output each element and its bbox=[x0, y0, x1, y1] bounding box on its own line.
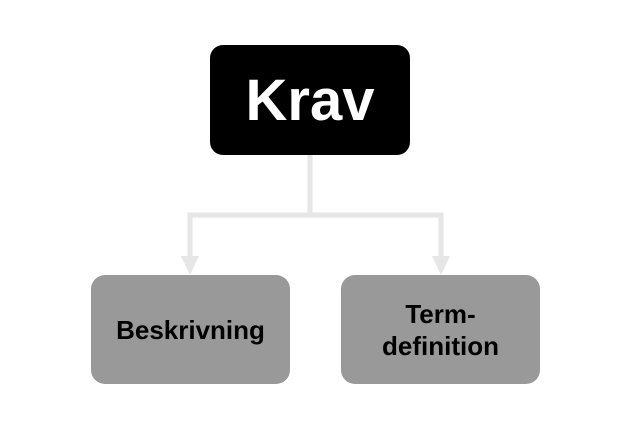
connector-branch-left bbox=[187, 212, 310, 258]
label-line-1: Term- bbox=[405, 298, 476, 329]
arrowhead-right bbox=[432, 256, 450, 275]
child-node-termdefinition: Term- definition bbox=[341, 275, 540, 384]
child-node-label: Term- definition bbox=[382, 298, 499, 362]
child-node-beskrivning: Beskrivning bbox=[91, 275, 290, 384]
child-node-label: Beskrivning bbox=[116, 314, 265, 345]
root-node-label: Krav bbox=[245, 67, 375, 133]
label-line-2: definition bbox=[382, 330, 499, 361]
connector-branch-right bbox=[310, 212, 444, 258]
root-node-krav: Krav bbox=[210, 45, 410, 155]
arrowhead-left bbox=[181, 256, 199, 275]
